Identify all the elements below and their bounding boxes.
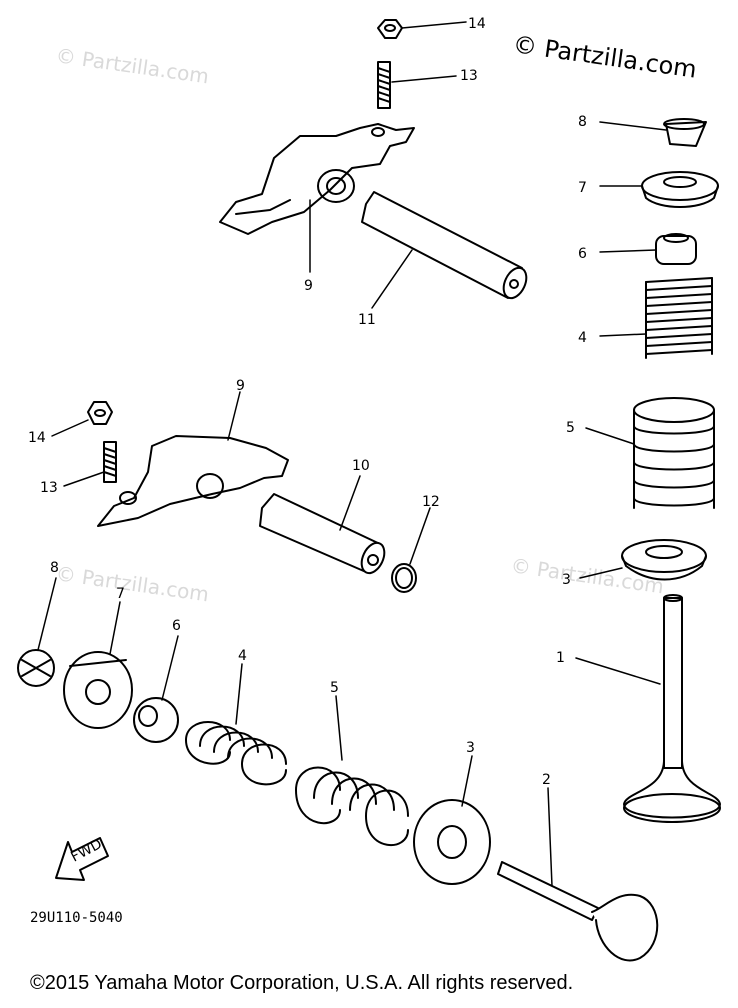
nut-middle: [87, 401, 113, 425]
outer-spring-bottom: [295, 766, 409, 846]
callout-5-right: 5: [566, 420, 575, 436]
retainer-right: [641, 171, 719, 208]
seal-bottom: [133, 697, 179, 743]
callout-13-top: 13: [460, 68, 478, 84]
callout-3-bottom: 3: [466, 740, 475, 756]
callout-14-top: 14: [468, 16, 486, 32]
callout-3-right: 3: [562, 572, 571, 588]
cotter-right: [663, 118, 707, 147]
watermark-mid-left: © Partzilla.com: [54, 561, 210, 606]
callout-8-right: 8: [578, 114, 587, 130]
rocker-shaft-top: [361, 191, 528, 300]
callout-11: 11: [358, 312, 376, 328]
callout-12: 12: [422, 494, 440, 510]
o-ring: [391, 563, 417, 593]
fwd-arrow-icon: [55, 837, 109, 881]
callout-13-middle: 13: [40, 480, 58, 496]
seal-right: [655, 233, 697, 265]
seat-right: [621, 539, 707, 581]
watermark-main: © Partzilla.com: [511, 30, 698, 84]
callout-7-bottom: 7: [116, 586, 125, 602]
watermark-top-left: © Partzilla.com: [54, 43, 210, 88]
callout-5-bottom: 5: [330, 680, 339, 696]
callout-6-bottom: 6: [172, 618, 181, 634]
retainer-bottom: [63, 651, 133, 729]
inner-spring-bottom: [185, 721, 287, 786]
copyright-notice: ©2015 Yamaha Motor Corporation, U.S.A. A…: [30, 972, 574, 994]
callout-1: 1: [556, 650, 565, 666]
callout-10: 10: [352, 458, 370, 474]
nut-top: [377, 19, 403, 39]
inner-spring-right: [645, 277, 713, 359]
part-code: 29U110-5040: [30, 910, 123, 926]
valve-bottom: [497, 861, 659, 962]
rocker-arm-middle: [97, 435, 289, 527]
valve-right: [623, 594, 721, 823]
callout-14-middle: 14: [28, 430, 46, 446]
callout-9-middle: 9: [236, 378, 245, 394]
outer-spring-right: [633, 397, 715, 509]
callout-4-bottom: 4: [238, 648, 247, 664]
rocker-shaft-middle: [259, 493, 386, 575]
callout-2: 2: [542, 772, 551, 788]
callout-4-right: 4: [578, 330, 587, 346]
leader-lines: [37, 21, 667, 887]
rocker-arm-top: [219, 123, 415, 235]
callout-6-right: 6: [578, 246, 587, 262]
adjust-screw-top: [377, 61, 391, 109]
callout-7-right: 7: [578, 180, 587, 196]
cotter-bottom: [17, 649, 55, 687]
callout-9-top: 9: [304, 278, 313, 294]
seat-bottom: [413, 799, 491, 885]
callout-8-bottom: 8: [50, 560, 59, 576]
adjust-screw-middle: [103, 441, 117, 483]
